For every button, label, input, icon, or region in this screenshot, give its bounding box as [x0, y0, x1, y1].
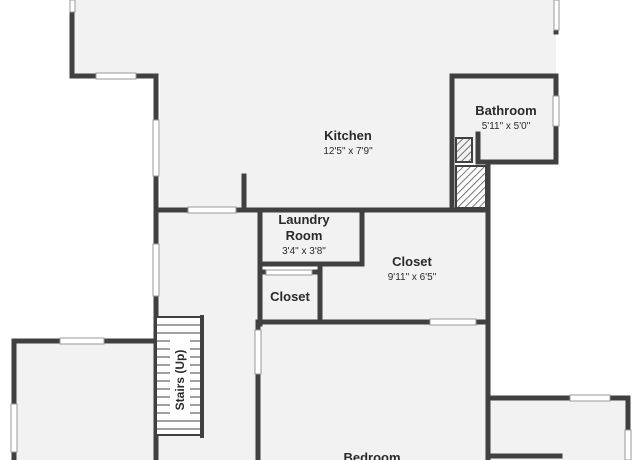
right-room-area — [488, 398, 628, 460]
windows — [10, 0, 632, 460]
bathroom-name: Bathroom — [475, 103, 536, 118]
window-kitchen-top-right — [553, 0, 560, 31]
laundry-dims: 3'4" x 3'8" — [282, 246, 326, 257]
closet-large-dims: 9'11" x 6'5" — [388, 272, 437, 283]
closet-small-name: Closet — [270, 289, 310, 304]
duct-small — [455, 137, 473, 163]
opening-kitchen-hall — [187, 206, 237, 214]
room-labels: Kitchen 12'5" x 7'9" Bathroom 5'11" x 5'… — [173, 103, 537, 460]
opening-bedroom-left — [254, 329, 262, 375]
laundry-name-line1: Laundry — [278, 212, 330, 227]
window-right-room-top — [569, 394, 611, 402]
closet-small-area — [260, 272, 320, 320]
bedroom-name: Bedroom — [343, 450, 400, 460]
laundry-name-line2: Room — [286, 228, 323, 243]
window-small-closet — [265, 269, 313, 276]
bedroom-area — [258, 320, 488, 460]
window-left-room-side — [10, 403, 18, 453]
hatched-shafts — [455, 137, 487, 209]
kitchen-area — [72, 0, 556, 208]
closet-large-name: Closet — [392, 254, 432, 269]
opening-hall-left — [152, 243, 160, 297]
staircase — [155, 315, 204, 438]
window-right-room-side — [624, 429, 632, 460]
window-kitchen-left-side — [152, 119, 160, 177]
kitchen-dims: 12'5" x 7'9" — [323, 146, 373, 157]
kitchen-name: Kitchen — [324, 128, 372, 143]
window-bathroom-right — [552, 95, 560, 127]
window-left-room-top — [59, 337, 105, 345]
duct-large — [455, 165, 487, 209]
stairs-name: Stairs (Up) — [173, 350, 187, 411]
bathroom-dims: 5'11" x 5'0" — [482, 121, 531, 132]
opening-closet-bedroom — [429, 318, 477, 326]
laundry-bottom-wall — [257, 207, 365, 267]
window-kitchen-top-left — [69, 0, 76, 13]
window-kitchen-left-top — [95, 72, 137, 80]
left-room-area — [14, 341, 156, 460]
